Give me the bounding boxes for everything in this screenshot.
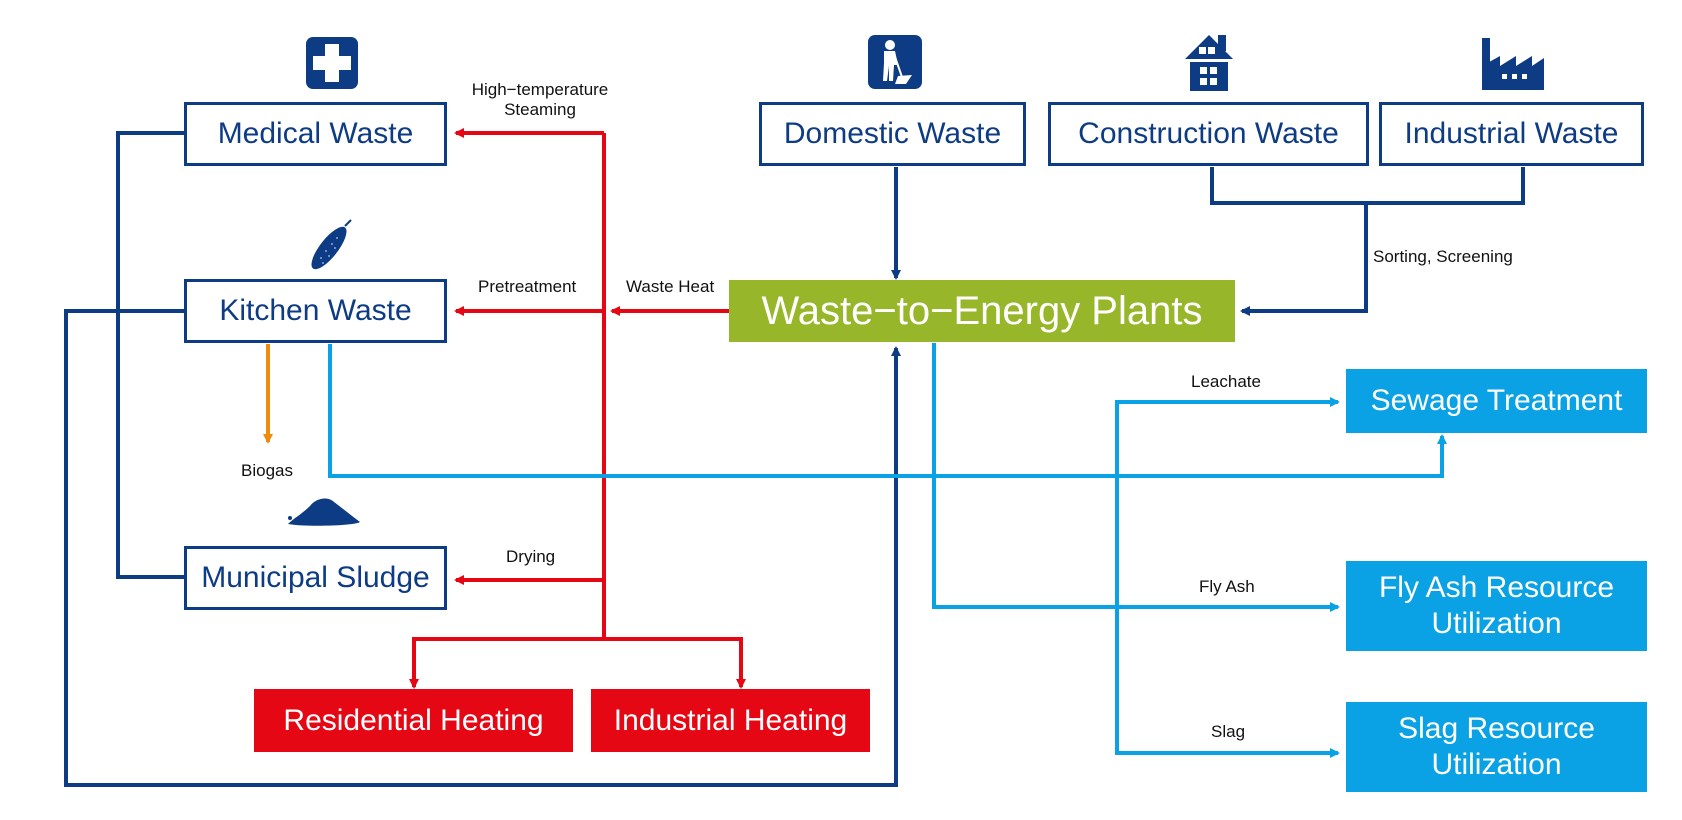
sewage-treatment-label: Sewage Treatment [1370,384,1623,417]
house-icon [1185,35,1233,91]
slag-utilization-label: Slag Resource Utilization [1398,712,1595,781]
domestic-waste-node: Domestic Waste [759,102,1026,166]
street-sweeper-icon [868,35,922,89]
industrial-waste-label: Industrial Waste [1404,117,1619,150]
kitchen-to-sewage-arrow [328,344,1447,478]
medical-waste-node: Medical Waste [184,102,447,166]
kitchen-to-plant-connector [64,309,901,787]
domestic-waste-label: Domestic Waste [783,117,1002,150]
high-temperature-steaming-label: High−temperature Steaming [460,80,620,121]
steaming-text: Steaming [504,100,576,120]
residential-heating-label: Residential Heating [283,703,544,737]
biogas-label: Biogas [241,461,293,480]
sorting-to-plant-arrow [1240,203,1368,316]
sewage-treatment-node: Sewage Treatment [1346,369,1647,433]
fly-ash-utilization-node: Fly Ash Resource Utilization [1346,561,1647,651]
fly-ash-utilization-label: Fly Ash Resource Utilization [1378,571,1615,640]
heating-branch [412,637,743,686]
slag-utilization-node: Slag Resource Utilization [1346,702,1647,792]
residential-heating-node: Residential Heating [254,689,573,752]
industrial-heating-node: Industrial Heating [591,689,870,752]
pretreatment-label: Pretreatment [478,277,577,296]
medical-waste-label: Medical Waste [217,117,414,150]
industrial-waste-node: Industrial Waste [1379,102,1644,166]
drying-label: Drying [506,547,556,566]
sorting-screening-label: Sorting, Screening [1373,247,1513,266]
waste-to-energy-plants-node: Waste−to−Energy Plants [729,280,1235,342]
construction-industrial-merge [1210,167,1525,205]
slag-label: Slag [1211,722,1246,741]
medical-cross-icon [306,37,358,89]
construction-waste-label: Construction Waste [1078,117,1339,150]
cucumber-icon [311,219,352,270]
industrial-heating-label: Industrial Heating [613,703,848,737]
kitchen-waste-label: Kitchen Waste [219,294,412,327]
kitchen-waste-node: Kitchen Waste [184,279,447,343]
leachate-label: Leachate [1191,372,1261,391]
fly-ash-label: Fly Ash [1199,577,1255,596]
factory-icon [1482,38,1544,90]
waste-heat-label: Waste Heat [626,277,715,296]
waste-to-energy-plants-label: Waste−to−Energy Plants [761,289,1203,333]
medical-sludge-connector [116,131,184,579]
high-temperature-text: High−temperature [471,80,609,99]
municipal-sludge-label: Municipal Sludge [201,561,430,594]
construction-waste-node: Construction Waste [1048,102,1369,166]
plant-to-outputs-line [932,343,1340,612]
sludge-pile-icon [288,498,360,526]
municipal-sludge-node: Municipal Sludge [184,546,447,610]
